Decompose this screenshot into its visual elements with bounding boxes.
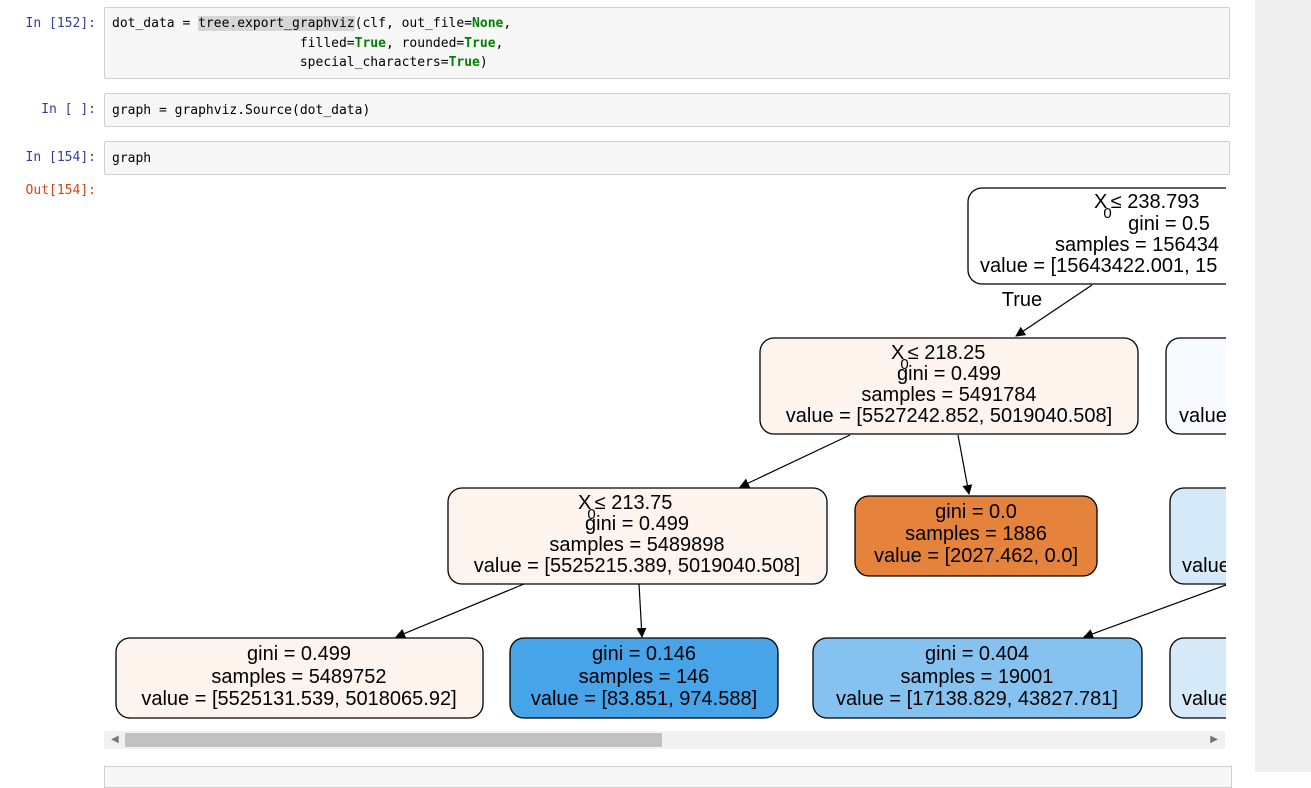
node-gini: gini = 0.499 [897,363,1001,385]
code-text: dot_data = tree.export_graphviz(clf, out… [112,16,512,70]
node-samples: samples = 19001 [901,666,1054,688]
node-value: value = [17138.829, 43827.781] [836,688,1118,710]
code-cell-3[interactable]: graph [104,141,1230,175]
edge-label-true: True [1002,289,1042,311]
node-value: value [1179,405,1226,427]
tree-node-right-partial: value [1165,337,1226,435]
output-prompt: Out[154]: [25,183,96,198]
node-samples: samples = 156434 [1055,234,1219,256]
node-gini: gini = 0.499 [585,513,689,535]
edge-root-n1 [1015,284,1093,337]
cell-prompt: In [ ]: [41,102,96,117]
node-samples: samples = 146 [579,666,710,688]
tree-node-right-partial: value [1169,487,1226,585]
next-code-cell[interactable] [104,766,1232,788]
code-text: graph = graphviz.Source(dot_data) [112,103,371,118]
scroll-right-arrow-icon[interactable]: ▶ [1210,734,1218,745]
node-value: value = [5525131.539, 5018065.92] [141,688,456,710]
code-cell-1[interactable]: dot_data = tree.export_graphviz(clf, out… [104,7,1230,79]
scrollbar-thumb[interactable] [125,733,662,747]
page-gutter [1255,0,1311,772]
edge-right-leaf3 [1083,584,1226,639]
node-gini: gini = 0.146 [592,643,696,665]
node-value: value [1182,555,1226,577]
node-value: value [1182,688,1226,710]
node-gini: gini = 0.5 [1128,213,1210,235]
tree-node-n3: gini = 0.0 samples = 1886 value = [2027.… [854,495,1098,577]
node-value: value = [2027.462, 0.0] [874,545,1078,567]
node-gini: gini = 0.499 [247,643,351,665]
scroll-left-arrow-icon[interactable]: ◀ [111,734,119,745]
tree-leaf-2: gini = 0.146 samples = 146 value = [83.8… [509,637,779,719]
code-cell-2[interactable]: graph = graphviz.Source(dot_data) [104,93,1230,127]
edge-n1-n2 [739,434,851,488]
node-value: value = [5525215.389, 5019040.508] [474,555,800,577]
tree-leaf-3: gini = 0.404 samples = 19001 value = [17… [812,637,1143,719]
edge-n2-leaf1 [395,583,525,639]
node-gini: gini = 0.0 [935,501,1017,523]
edge-n1-n3 [957,434,973,495]
node-value: value = [5527242.852, 5019040.508] [786,405,1112,427]
cell-prompt: In [152]: [25,16,96,31]
horizontal-scrollbar[interactable]: ◀ ▶ [104,731,1225,749]
cell-prompt: In [154]: [25,150,96,165]
code-text: graph [112,151,152,166]
node-samples: samples = 5489752 [211,666,386,688]
node-samples: samples = 1886 [905,523,1047,545]
tree-leaf-1: gini = 0.499 samples = 5489752 value = [… [115,637,484,719]
tree-leaf-right-partial: value [1169,637,1226,719]
node-value: value = [15643422.001, 15 [980,255,1217,277]
node-samples: samples = 5489898 [549,534,724,556]
edge-n2-leaf2 [636,583,647,638]
node-samples: samples = 5491784 [861,384,1036,406]
node-value: value = [83.851, 974.588] [531,688,757,710]
node-gini: gini = 0.404 [925,643,1029,665]
